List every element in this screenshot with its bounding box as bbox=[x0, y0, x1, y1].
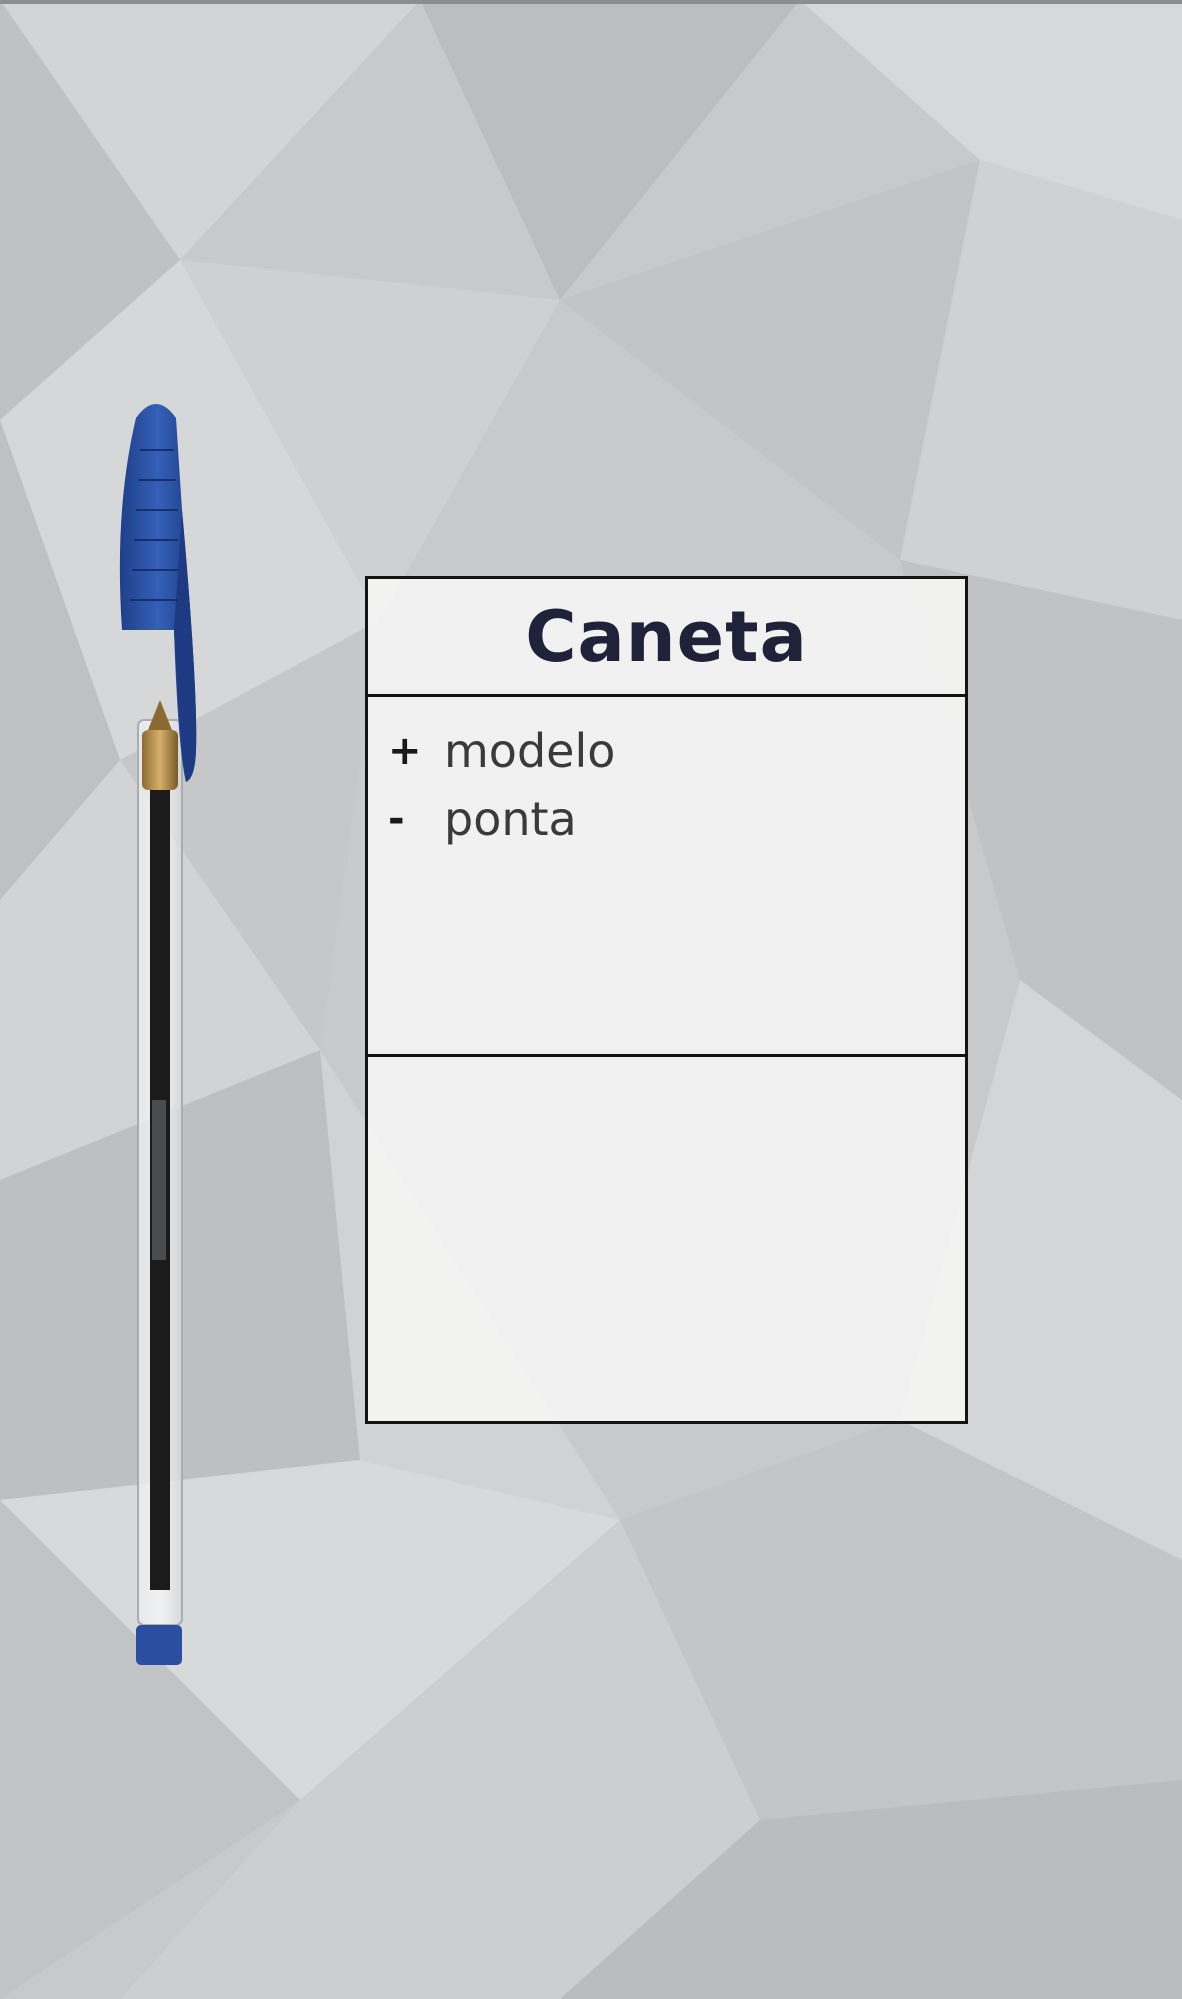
attribute-name: ponta bbox=[444, 792, 577, 846]
pen-icon bbox=[119, 404, 197, 1665]
attribute-visibility: + bbox=[388, 728, 422, 774]
uml-class-box: Caneta + modelo - ponta bbox=[365, 576, 968, 1424]
uml-attribute-row: + modelo bbox=[388, 717, 965, 785]
attribute-visibility: - bbox=[388, 796, 405, 842]
uml-class-name: Caneta bbox=[525, 595, 808, 678]
uml-attributes-section: + modelo - ponta bbox=[368, 697, 965, 1057]
attribute-name: modelo bbox=[444, 724, 616, 778]
uml-class-header: Caneta bbox=[368, 579, 965, 697]
top-edge-bar bbox=[0, 0, 1182, 4]
uml-attribute-row: - ponta bbox=[388, 785, 965, 853]
uml-methods-section bbox=[368, 1057, 965, 1421]
